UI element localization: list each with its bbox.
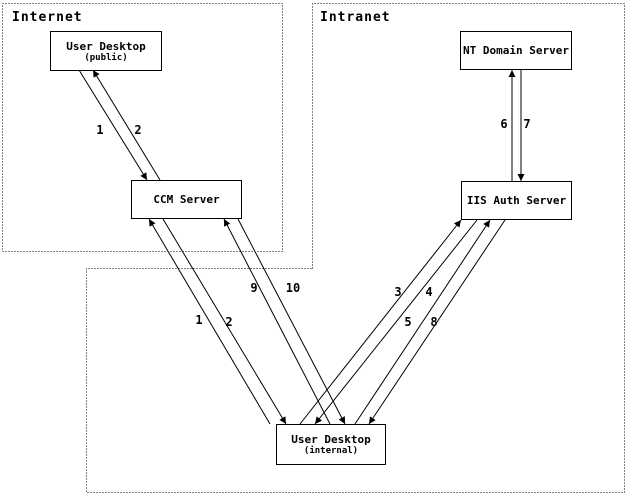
edge-line-3-internal-desktop-to-iis — [299, 219, 462, 425]
edge-label-1-internet: 1 — [96, 123, 104, 137]
node-subtitle: (internal) — [303, 446, 359, 456]
edge-label-8: 8 — [430, 315, 438, 329]
region-label-internet: Internet — [12, 10, 83, 25]
edge-line-1-internal-desktop-to-ccm — [148, 218, 271, 425]
node-user-desktop-public: User Desktop (public) — [50, 31, 162, 71]
node-title: User Desktop — [66, 39, 146, 53]
edge-label-9: 9 — [250, 281, 258, 295]
node-title: User Desktop — [291, 433, 371, 446]
edge-label-6: 6 — [500, 117, 508, 131]
region-outline-intranet — [86, 3, 625, 493]
node-title: NT Domain Server — [463, 44, 569, 57]
edge-label-2-internet: 2 — [134, 123, 142, 137]
edge-line-9-internal-desktop-to-ccm — [223, 218, 331, 425]
node-title: CCM Server — [153, 193, 220, 206]
edge-label-3: 3 — [394, 285, 402, 299]
node-user-desktop-internal: User Desktop (internal) — [276, 424, 386, 465]
edge-line-1-public-desktop-to-ccm — [78, 69, 148, 181]
edge-label-1-intranet: 1 — [195, 313, 203, 327]
node-nt-domain-server: NT Domain Server — [460, 31, 572, 70]
edge-line-4-iis-to-internal-desktop — [314, 219, 478, 425]
edge-label-5: 5 — [404, 315, 412, 329]
edge-line-2-ccm-to-public-desktop — [92, 69, 161, 181]
edge-line-8-iis-to-internal-desktop — [368, 219, 506, 425]
edge-label-10: 10 — [285, 281, 301, 295]
node-title: IIS Auth Server — [466, 194, 567, 207]
region-label-intranet: Intranet — [320, 10, 391, 25]
edge-label-7: 7 — [523, 117, 531, 131]
edge-label-2-intranet: 2 — [225, 315, 233, 329]
edge-line-10-ccm-to-internal-desktop — [237, 218, 346, 425]
node-ccm-server: CCM Server — [131, 180, 242, 219]
edge-label-4: 4 — [425, 285, 433, 299]
node-subtitle: (public) — [84, 52, 128, 63]
edge-line-2-ccm-to-internal-desktop — [162, 218, 287, 425]
edge-line-5-internal-desktop-to-iis — [354, 219, 491, 425]
node-iis-auth-server: IIS Auth Server — [461, 181, 572, 220]
